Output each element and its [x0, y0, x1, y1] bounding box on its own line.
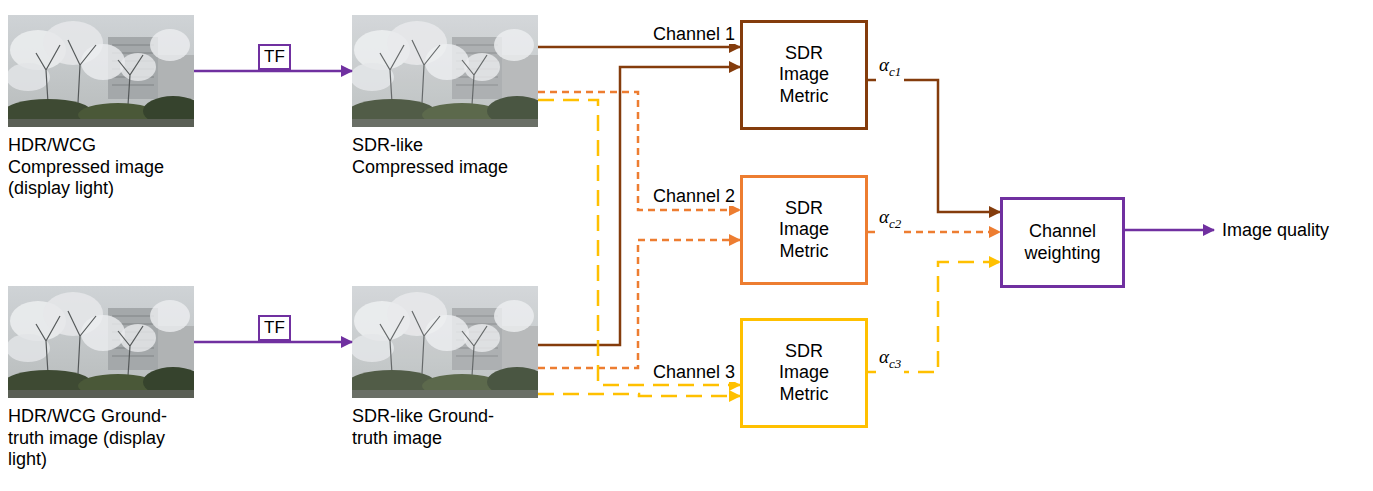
connector [194, 70, 352, 73]
metric-box: SDR Image Metric [740, 318, 868, 428]
channel-label: Channel 3 [650, 362, 738, 382]
channel-label: Channel 2 [650, 186, 738, 206]
weight-label: αc1 [876, 54, 904, 83]
hdr-image: HDR/WCG Ground-truth image (display ligh… [8, 286, 194, 398]
box-label: SDR Image Metric [767, 198, 841, 263]
metric-box: SDR Image Metric [740, 175, 868, 285]
weight-label: αc3 [876, 346, 904, 375]
transfer-function-label: TF [258, 44, 291, 70]
sdr-photo [347, 286, 547, 398]
connector [538, 46, 740, 49]
connector [868, 80, 1000, 212]
output-label: Image quality [1222, 220, 1329, 240]
connector [538, 394, 740, 396]
box-label: Channel weighting [1013, 221, 1112, 264]
image-caption: HDR/WCG Compressed image (display light) [8, 135, 183, 200]
hdr-photo [3, 15, 203, 127]
metric-box: SDR Image Metric [740, 20, 868, 130]
image-caption: SDR-like Ground-truth image [352, 406, 527, 449]
weight-subscript: c2 [889, 216, 901, 231]
output-arrow [1123, 229, 1214, 232]
box-label: SDR Image Metric [767, 341, 841, 406]
connector [538, 92, 740, 210]
sdr-tone [352, 15, 538, 127]
transfer-function-label: TF [258, 315, 291, 341]
hdr-photo [3, 286, 203, 398]
connector [194, 341, 352, 344]
box-label: SDR Image Metric [767, 43, 841, 108]
sdr-image: SDR-like Compressed image [352, 15, 538, 127]
channel-label: Channel 1 [650, 24, 738, 44]
sdr-tone [352, 286, 538, 398]
connector [538, 240, 740, 368]
weight-subscript: c1 [889, 64, 901, 79]
image-caption: HDR/WCG Ground-truth image (display ligh… [8, 406, 183, 471]
image-caption: SDR-like Compressed image [352, 135, 527, 178]
weighting-box: Channel weighting [1000, 197, 1125, 288]
connector [538, 67, 740, 345]
hdr-image: HDR/WCG Compressed image (display light) [8, 15, 194, 127]
weight-subscript: c3 [889, 356, 901, 371]
weight-label: αc2 [876, 206, 904, 235]
sdr-photo [347, 15, 547, 127]
sdr-image: SDR-like Ground-truth image [352, 286, 538, 398]
connector [538, 100, 740, 385]
